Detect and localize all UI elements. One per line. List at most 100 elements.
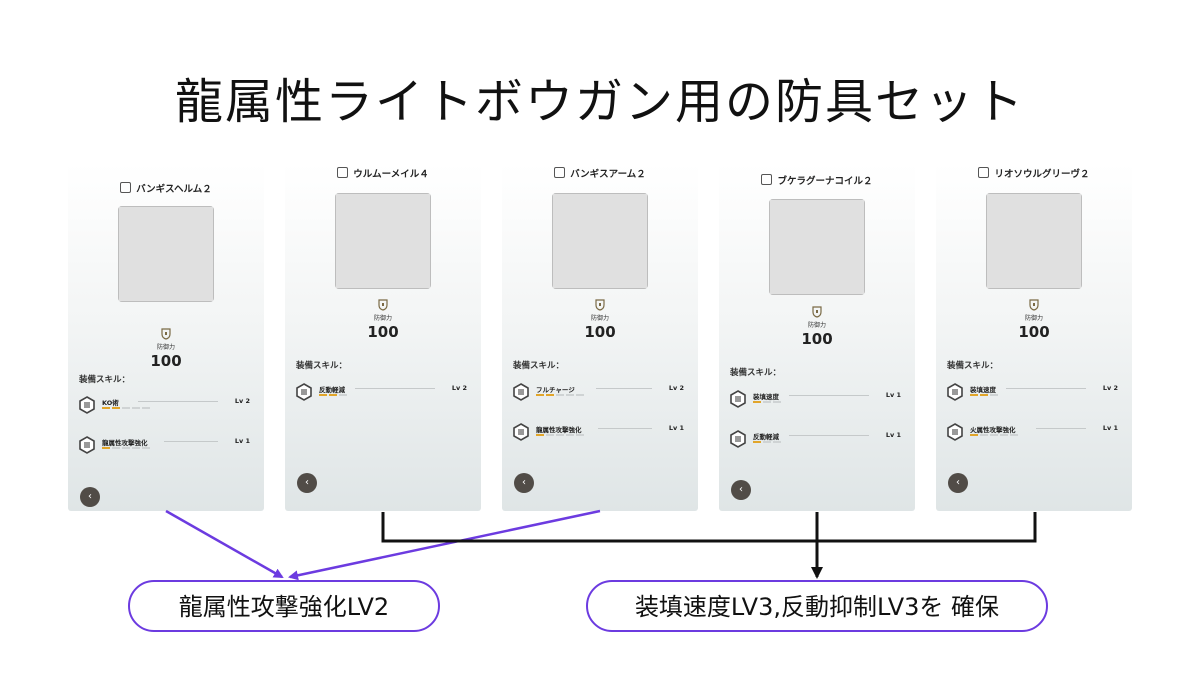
skill-level: Lv 1 bbox=[885, 431, 901, 439]
skill-level: Lv 1 bbox=[668, 424, 684, 432]
skill-divider bbox=[1036, 428, 1086, 429]
defense-value: 100 bbox=[1018, 323, 1050, 341]
skill-level-pips bbox=[753, 401, 783, 404]
skill-name: 反動軽減 bbox=[319, 386, 345, 394]
skill-level-pips bbox=[536, 394, 586, 397]
skill-level: Lv 2 bbox=[451, 384, 467, 392]
skill-level: Lv 2 bbox=[234, 397, 250, 405]
skill-level-pips bbox=[319, 394, 349, 397]
arrow-arms-to-left-callout bbox=[288, 509, 601, 581]
armor-card-legs: リオソウルグリーヴ２ 防御力 100 装備スキル： 装填速度 Lv 2 火属性攻… bbox=[936, 163, 1132, 511]
skills-label: 装備スキル： bbox=[947, 361, 999, 371]
shield-icon bbox=[812, 306, 822, 318]
defense-block: 防御力 100 bbox=[68, 328, 264, 370]
skill-name: 反動軽減 bbox=[753, 433, 779, 441]
skill-divider bbox=[355, 388, 435, 389]
skill-level: Lv 2 bbox=[668, 384, 684, 392]
skills-label: 装備スキル： bbox=[296, 361, 348, 371]
defense-block: 防御力 100 bbox=[719, 306, 915, 348]
skill-name: 龍属性攻撃強化 bbox=[102, 439, 148, 447]
defense-block: 防御力 100 bbox=[285, 299, 481, 341]
armor-name: バンギスアーム２ bbox=[570, 169, 646, 180]
skills-label: 装備スキル： bbox=[79, 375, 131, 385]
skill-hex-icon bbox=[79, 436, 95, 454]
skill-name: 装填速度 bbox=[970, 386, 996, 394]
skill-level: Lv 2 bbox=[1102, 384, 1118, 392]
armor-name: ウルムーメイル４ bbox=[353, 169, 429, 180]
armor-image bbox=[986, 193, 1082, 289]
skill-level-pips bbox=[102, 407, 152, 410]
skill-hex-icon bbox=[730, 390, 746, 408]
armor-image bbox=[769, 199, 865, 295]
skill-hex-icon bbox=[730, 430, 746, 448]
skill-hex-icon bbox=[513, 423, 529, 441]
skill-level-pips bbox=[970, 434, 1020, 437]
defense-label: 防御力 bbox=[807, 322, 826, 329]
bracket-right-group bbox=[381, 512, 1037, 543]
skill-divider bbox=[596, 388, 652, 389]
shield-icon bbox=[161, 328, 171, 340]
skill-level-pips bbox=[102, 447, 152, 450]
skill-hex-icon bbox=[79, 396, 95, 414]
skill-divider bbox=[789, 395, 869, 396]
skill-row: 反動軽減 Lv 1 bbox=[729, 427, 905, 455]
skill-row: 火属性攻撃強化 Lv 1 bbox=[946, 420, 1122, 448]
defense-value: 100 bbox=[801, 330, 833, 348]
skill-level: Lv 1 bbox=[885, 391, 901, 399]
skill-name: フルチャージ bbox=[536, 386, 575, 394]
skill-row: フルチャージ Lv 2 bbox=[512, 380, 688, 408]
armor-card-chest: ウルムーメイル４ 防御力 100 装備スキル： 反動軽減 Lv 2 ‹ bbox=[285, 163, 481, 511]
back-button[interactable]: ‹ bbox=[514, 473, 534, 493]
legs-slot-icon bbox=[978, 167, 990, 178]
skill-divider bbox=[789, 435, 869, 436]
callout-right: 装填速度LV3,反動抑制LV3を 確保 bbox=[586, 580, 1048, 632]
skill-level-pips bbox=[970, 394, 1000, 397]
skill-divider bbox=[138, 401, 218, 402]
skills-label: 装備スキル： bbox=[513, 361, 565, 371]
skills-label: 装備スキル： bbox=[730, 368, 782, 378]
back-button[interactable]: ‹ bbox=[80, 487, 100, 507]
skill-name: 火属性攻撃強化 bbox=[970, 426, 1016, 434]
skill-hex-icon bbox=[947, 423, 963, 441]
skill-level-pips bbox=[753, 441, 783, 444]
armor-name: リオソウルグリーヴ２ bbox=[994, 169, 1090, 180]
skill-divider bbox=[1006, 388, 1086, 389]
back-button[interactable]: ‹ bbox=[948, 473, 968, 493]
skill-divider bbox=[598, 428, 652, 429]
skill-name: 装填速度 bbox=[753, 393, 779, 401]
defense-value: 100 bbox=[367, 323, 399, 341]
arrow-head-to-left-callout bbox=[165, 509, 284, 579]
defense-block: 防御力 100 bbox=[502, 299, 698, 341]
skill-name: KO術 bbox=[102, 399, 119, 407]
armor-card-head: バンギスヘルム２ 防御力 100 装備スキル： KO術 Lv 2 龍属性攻撃強化… bbox=[68, 163, 264, 511]
back-button[interactable]: ‹ bbox=[297, 473, 317, 493]
armor-card-waist: ブケラグーナコイル２ 防御力 100 装備スキル： 装填速度 Lv 1 反動軽減… bbox=[719, 163, 915, 511]
page-title: 龍属性ライトボウガン用の防具セット bbox=[174, 74, 1025, 130]
armor-card-arms: バンギスアーム２ 防御力 100 装備スキル： フルチャージ Lv 2 龍属性攻… bbox=[502, 163, 698, 511]
helm-slot-icon bbox=[120, 182, 132, 193]
skill-divider bbox=[164, 441, 218, 442]
skill-level-pips bbox=[536, 434, 586, 437]
waist-slot-icon bbox=[761, 174, 773, 185]
skill-name: 龍属性攻撃強化 bbox=[536, 426, 582, 434]
defense-value: 100 bbox=[584, 323, 616, 341]
shield-icon bbox=[1029, 299, 1039, 311]
defense-label: 防御力 bbox=[373, 315, 392, 322]
shield-icon bbox=[378, 299, 388, 311]
callout-left: 龍属性攻撃強化LV2 bbox=[128, 580, 440, 632]
skill-row: 装填速度 Lv 1 bbox=[729, 387, 905, 415]
skill-hex-icon bbox=[513, 383, 529, 401]
skill-row: 装填速度 Lv 2 bbox=[946, 380, 1122, 408]
armor-image bbox=[552, 193, 648, 289]
skill-level: Lv 1 bbox=[234, 437, 250, 445]
armor-name: バンギスヘルム２ bbox=[136, 184, 212, 195]
skill-row: 龍属性攻撃強化 Lv 1 bbox=[512, 420, 688, 448]
chest-slot-icon bbox=[337, 167, 349, 178]
back-button[interactable]: ‹ bbox=[731, 480, 751, 500]
skill-hex-icon bbox=[296, 383, 312, 401]
skill-row: KO術 Lv 2 bbox=[78, 393, 254, 421]
arms-slot-icon bbox=[554, 167, 566, 178]
armor-image bbox=[335, 193, 431, 289]
defense-value: 100 bbox=[150, 352, 182, 370]
